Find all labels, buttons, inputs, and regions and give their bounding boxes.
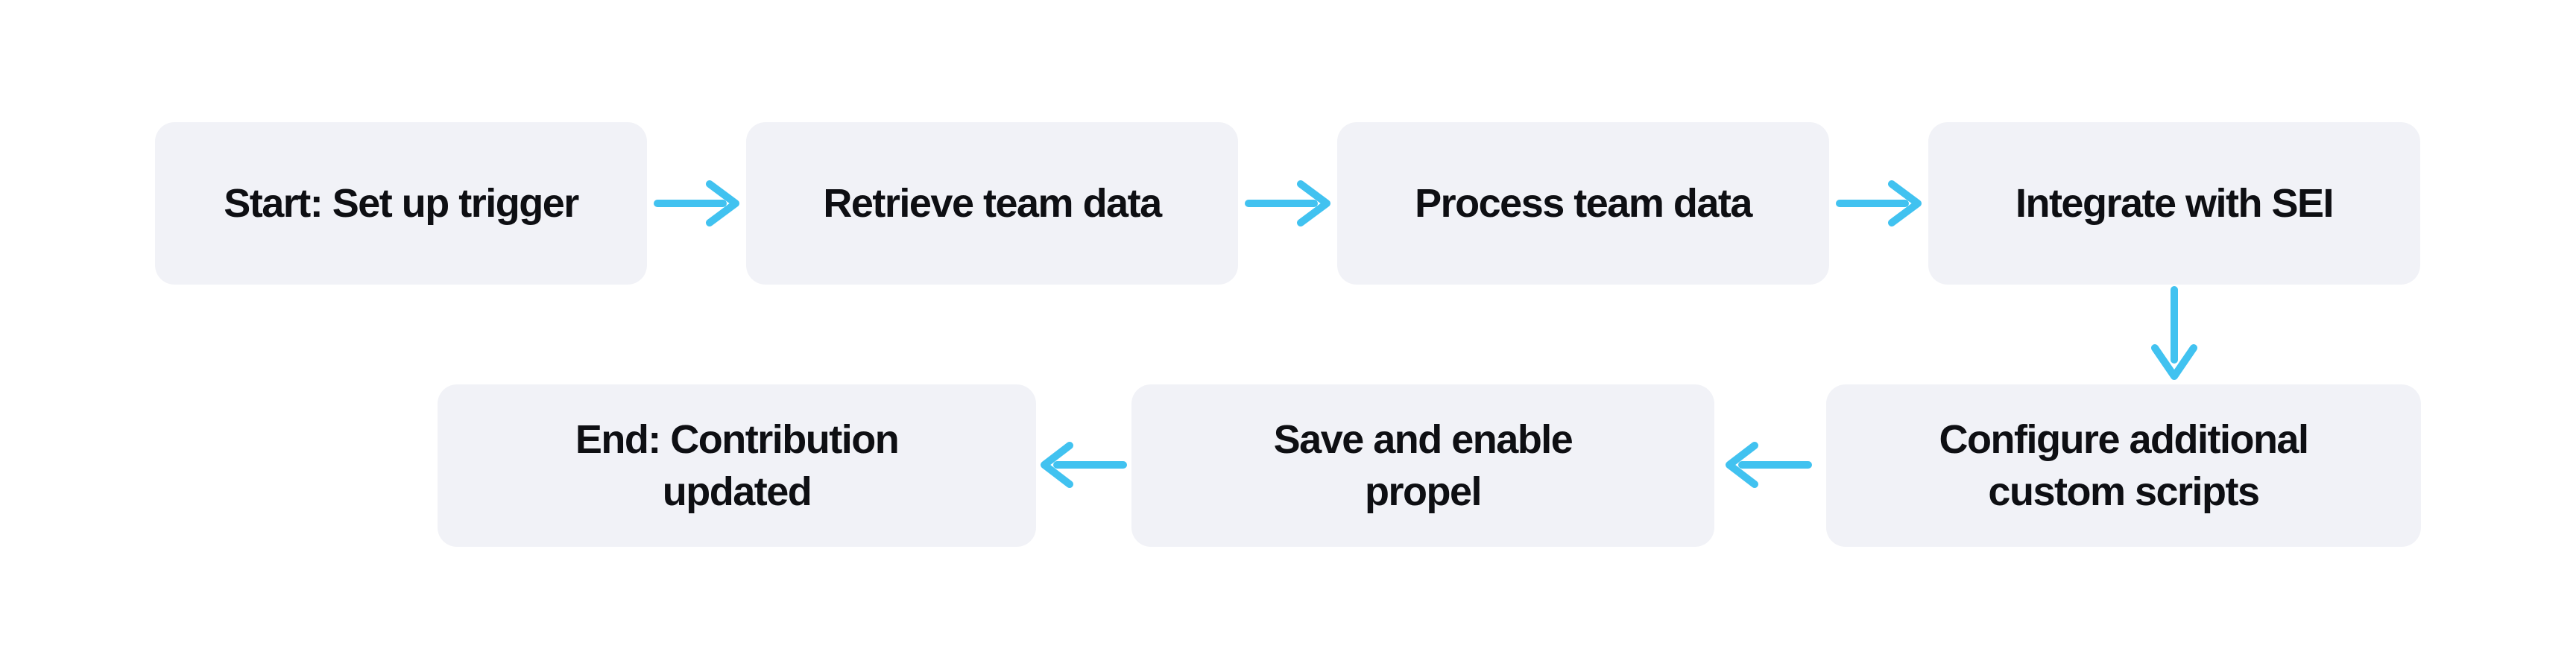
arrow-process-to-integrate-icon (1829, 174, 1928, 233)
flow-node-integrate-with-sei: Integrate with SEI (1928, 122, 2420, 285)
flow-node-retrieve-team-data: Retrieve team data (746, 122, 1238, 285)
arrow-configure-to-save-icon (1720, 435, 1819, 495)
flow-node-end: End: Contribution updated (438, 384, 1036, 547)
arrow-retrieve-to-process-icon (1238, 174, 1337, 233)
flow-node-start: Start: Set up trigger (155, 122, 647, 285)
flow-node-save-and-enable-propel: Save and enable propel (1131, 384, 1714, 547)
flow-node-process-team-data: Process team data (1337, 122, 1829, 285)
arrow-integrate-to-configure-icon (2144, 284, 2204, 384)
arrow-start-to-retrieve-icon (647, 174, 746, 233)
flow-node-configure-custom-scripts: Configure additional custom scripts (1826, 384, 2421, 547)
arrow-save-to-end-icon (1035, 435, 1134, 495)
